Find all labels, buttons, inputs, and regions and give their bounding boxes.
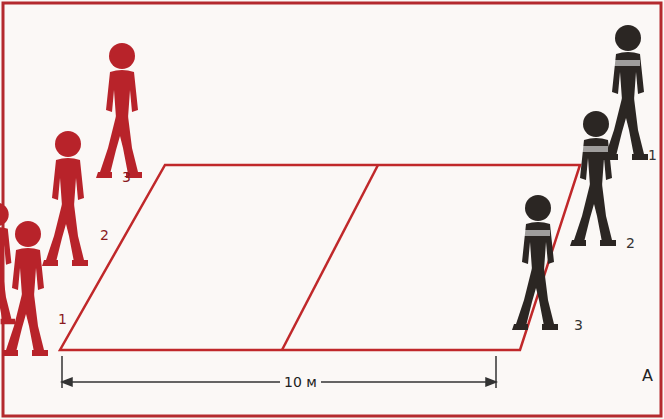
figure-letter: А [642,368,653,384]
callout-number: 3 [122,170,131,184]
callout-number: 3 [574,318,583,332]
callout-number: 2 [100,228,109,242]
red-team [0,43,142,356]
dimension-line [62,356,496,388]
court [60,165,580,350]
frame [3,3,661,416]
callout-number: 1 [58,312,67,326]
callout-number: 2 [626,236,635,250]
dimension-label: 10 м [280,375,321,389]
callout-number: 1 [648,148,657,162]
black-team [512,25,648,330]
